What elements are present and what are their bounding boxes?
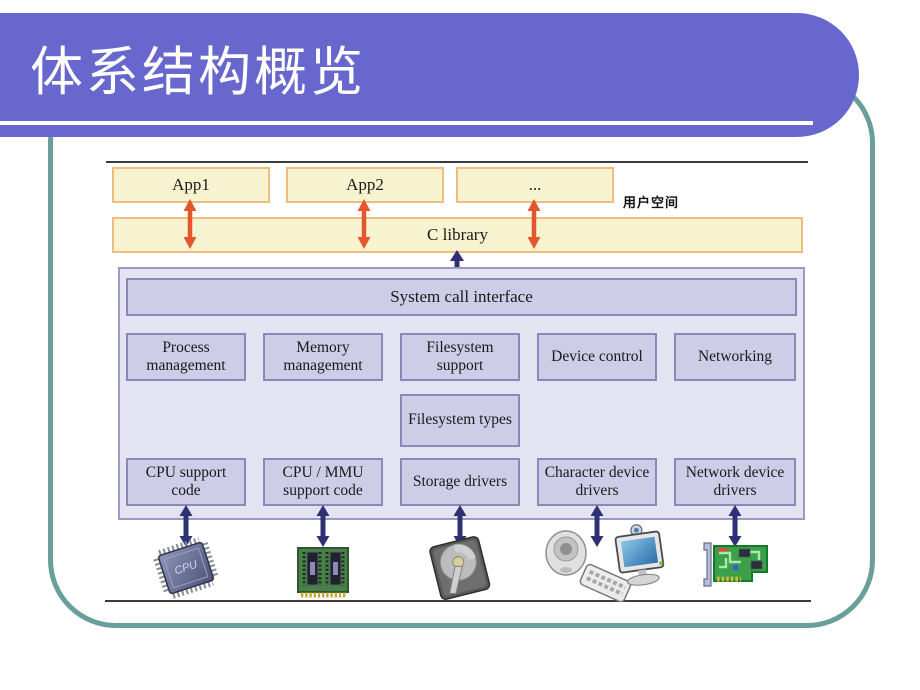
app2-clibrary-double-arrow-icon — [357, 199, 371, 249]
character-drivers-label: Character device drivers — [544, 463, 650, 499]
app1-clibrary-double-arrow-icon — [183, 199, 197, 249]
storage-drivers-box: Storage drivers — [400, 458, 520, 506]
character-drivers-box: Character device drivers — [537, 458, 657, 506]
filesystem-support-label: Filesystem support — [426, 338, 494, 374]
title-band-divider — [0, 121, 813, 125]
user-space-label: 用户空间 — [623, 195, 680, 210]
app1-label: App1 — [172, 175, 210, 194]
storage-drivers-label: Storage drivers — [412, 472, 508, 490]
filesystem-types-box: Filesystem types — [400, 394, 520, 447]
title-band — [0, 13, 859, 137]
diagram-top-rule — [106, 161, 808, 163]
memory-management-box: Memory management — [263, 333, 383, 381]
cpu-support-label: CPU support code — [145, 463, 227, 499]
cpu-support-box: CPU support code — [126, 458, 246, 506]
c-library-box: C library — [112, 217, 803, 253]
app2-label: App2 — [346, 175, 384, 194]
network-drivers-box: Network device drivers — [674, 458, 796, 506]
appmore-clibrary-double-arrow-icon — [527, 199, 541, 249]
system-call-interface-label: System call interface — [390, 286, 533, 306]
device-control-box: Device control — [537, 333, 657, 381]
character-hw-double-arrow-icon — [590, 505, 604, 547]
network-hw-double-arrow-icon — [728, 505, 742, 547]
app2-box: App2 — [286, 167, 444, 203]
cpu-mmu-support-box: CPU / MMU support code — [263, 458, 383, 506]
system-call-interface-box: System call interface — [126, 278, 797, 316]
memory-module-icon — [297, 547, 349, 598]
cpu-chip-icon: CPU — [153, 537, 219, 599]
page-title: 体系结构概览 — [30, 44, 366, 102]
peripherals-icon — [545, 524, 665, 602]
c-library-label: C library — [427, 225, 488, 244]
network-drivers-label: Network device drivers — [685, 463, 785, 499]
app-more-box: ... — [456, 167, 614, 203]
process-management-label: Process management — [146, 338, 226, 374]
diagram-bottom-rule — [105, 600, 811, 602]
cpu-mmu-support-label: CPU / MMU support code — [282, 463, 364, 499]
hard-disk-icon — [429, 536, 491, 600]
device-control-label: Device control — [551, 347, 643, 365]
network-card-icon — [703, 542, 768, 587]
app-more-label: ... — [528, 175, 542, 194]
process-management-box: Process management — [126, 333, 246, 381]
networking-label: Networking — [697, 347, 773, 365]
filesystem-support-box: Filesystem support — [400, 333, 520, 381]
filesystem-types-label: Filesystem types — [408, 411, 512, 429]
networking-box: Networking — [674, 333, 796, 381]
memory-management-label: Memory management — [283, 338, 363, 374]
memory-hw-double-arrow-icon — [316, 505, 330, 547]
app1-box: App1 — [112, 167, 270, 203]
